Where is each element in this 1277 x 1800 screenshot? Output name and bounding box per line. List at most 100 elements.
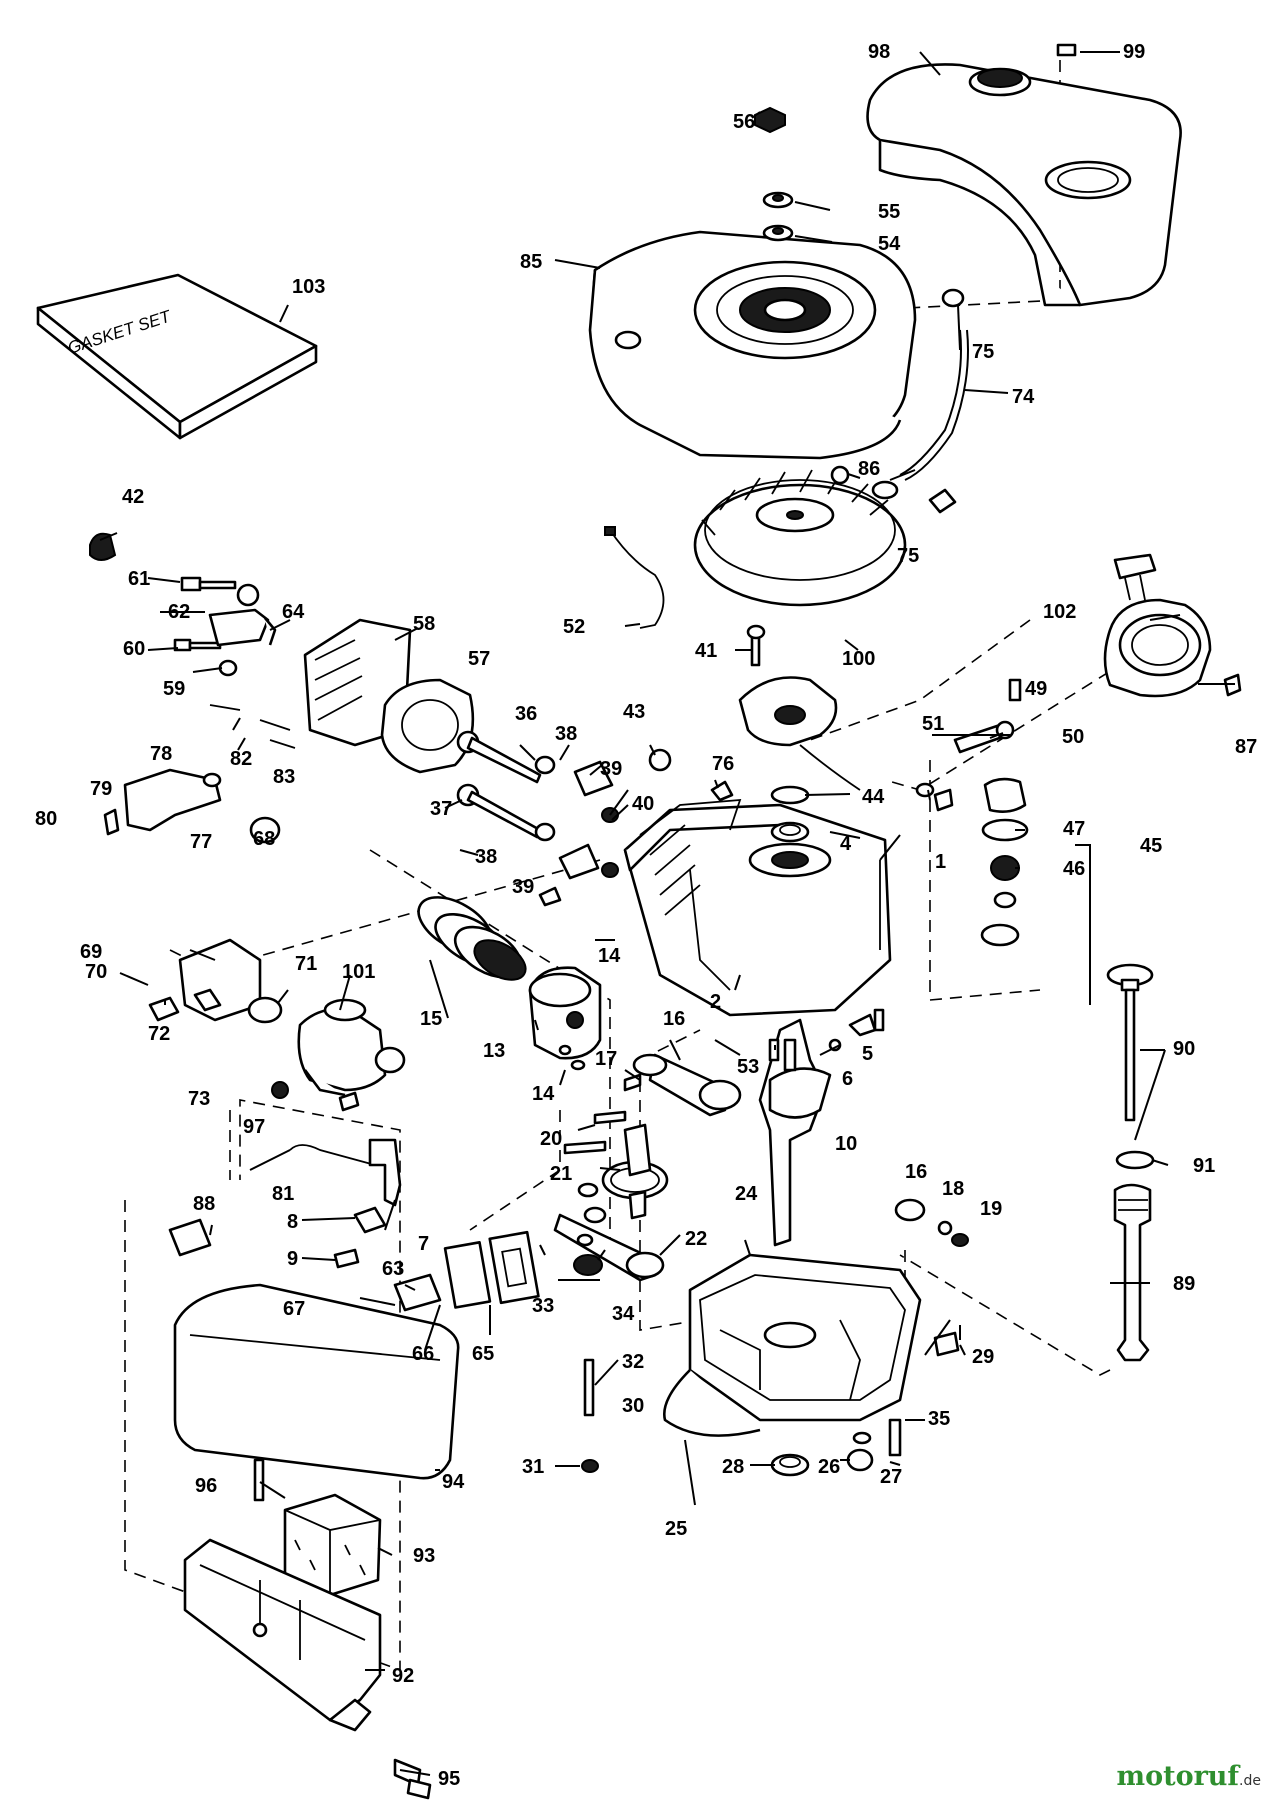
part-label: 10 bbox=[835, 1133, 857, 1155]
part-label: 2 bbox=[710, 991, 721, 1013]
flywheel bbox=[693, 469, 907, 607]
part-label: 69 bbox=[80, 941, 102, 963]
part-label: 93 bbox=[413, 1545, 435, 1567]
part-label: 1 bbox=[935, 851, 946, 873]
part-label: 20 bbox=[540, 1128, 562, 1150]
part-label: 79 bbox=[90, 778, 112, 800]
part-label: 83 bbox=[273, 766, 295, 788]
part-label: 71 bbox=[295, 953, 317, 975]
part-label: 65 bbox=[472, 1343, 494, 1365]
part-label: 95 bbox=[438, 1768, 460, 1790]
part-label: 6 bbox=[842, 1068, 853, 1090]
valve-train bbox=[456, 730, 619, 880]
part-label: 96 bbox=[195, 1475, 217, 1497]
leader-lines bbox=[99, 51, 1235, 1776]
watermark-tld: .de bbox=[1239, 1773, 1261, 1789]
governor-arm bbox=[553, 1213, 665, 1282]
part-label: 94 bbox=[442, 1471, 465, 1493]
part-label: 82 bbox=[230, 748, 252, 770]
spark-plug-wire bbox=[604, 526, 665, 629]
part-label: 57 bbox=[468, 648, 490, 670]
part-label: 60 bbox=[123, 638, 145, 660]
part-label: 44 bbox=[862, 786, 885, 808]
part-label: 43 bbox=[623, 701, 645, 723]
part-label: 66 bbox=[412, 1343, 434, 1365]
part-label: 15 bbox=[420, 1008, 442, 1030]
part-label: 42 bbox=[122, 486, 144, 508]
part-label: 77 bbox=[190, 831, 212, 853]
part-label: 46 bbox=[1063, 858, 1085, 880]
part-label: 90 bbox=[1173, 1038, 1195, 1060]
air-cleaner-base bbox=[183, 1538, 382, 1732]
blower-housing bbox=[588, 230, 917, 460]
part-label: 75 bbox=[897, 545, 919, 567]
part-label: 14 bbox=[598, 945, 621, 967]
part-labels: 1 2 4 5 6 7 8 9 10 13 14 14 15 16 16 17 … bbox=[35, 41, 1257, 1790]
part-label: 67 bbox=[283, 1298, 305, 1320]
dipstick-tube bbox=[1113, 1183, 1152, 1362]
air-cleaner-cover bbox=[173, 1283, 460, 1480]
part-label: 49 bbox=[1025, 678, 1047, 700]
part-label: 62 bbox=[168, 601, 190, 623]
part-label: 38 bbox=[555, 723, 577, 745]
part-label: 75 bbox=[972, 341, 994, 363]
part-label: 86 bbox=[858, 458, 880, 480]
part-label: 31 bbox=[522, 1456, 544, 1478]
part-label: 58 bbox=[413, 613, 435, 635]
gasket-set-box: GASKET SET bbox=[36, 273, 318, 440]
camshaft bbox=[601, 1123, 669, 1220]
fuel-tank bbox=[866, 63, 1182, 307]
drain-plug bbox=[846, 1418, 902, 1472]
part-label: 34 bbox=[612, 1303, 635, 1325]
part-label: 30 bbox=[622, 1395, 644, 1417]
part-label: 24 bbox=[735, 1183, 758, 1205]
part-label: 97 bbox=[243, 1116, 265, 1138]
part-label: 8 bbox=[287, 1211, 298, 1233]
part-label: 25 bbox=[665, 1518, 687, 1540]
carburetor-gasket bbox=[247, 996, 289, 1099]
part-label: 19 bbox=[980, 1198, 1002, 1220]
part-label: 64 bbox=[282, 601, 305, 623]
head-gasket bbox=[380, 678, 475, 774]
part-label: 39 bbox=[512, 876, 534, 898]
part-label: 103 bbox=[292, 276, 325, 298]
connecting-rod bbox=[632, 1053, 742, 1117]
ignition-module bbox=[738, 676, 861, 791]
oil-pump-parts bbox=[573, 1182, 607, 1473]
watermark: motoruf.de bbox=[1117, 1761, 1261, 1792]
part-label: 68 bbox=[253, 828, 275, 850]
valve-lifters bbox=[563, 1110, 627, 1155]
part-label: 102 bbox=[1043, 601, 1076, 623]
part-label: 17 bbox=[595, 1048, 617, 1070]
part-label: 61 bbox=[128, 568, 150, 590]
part-label: 81 bbox=[272, 1183, 294, 1205]
part-label: 33 bbox=[532, 1295, 554, 1317]
part-label: 4 bbox=[840, 833, 852, 855]
part-label: 14 bbox=[532, 1083, 555, 1105]
part-label: 87 bbox=[1235, 736, 1257, 758]
part-label: 21 bbox=[550, 1163, 572, 1185]
part-label: 89 bbox=[1173, 1273, 1195, 1295]
piston-rings bbox=[417, 896, 527, 981]
part-label: 18 bbox=[942, 1178, 964, 1200]
part-label: 16 bbox=[905, 1161, 927, 1183]
part-label: 32 bbox=[622, 1351, 644, 1373]
part-label: 70 bbox=[85, 961, 107, 983]
part-label: 29 bbox=[972, 1346, 994, 1368]
crankcase-cover bbox=[663, 1253, 922, 1437]
part-label: 37 bbox=[430, 798, 452, 820]
small-hardware bbox=[89, 43, 1242, 1800]
part-label: 92 bbox=[392, 1665, 414, 1687]
part-label: 9 bbox=[287, 1248, 298, 1270]
oil-seal bbox=[770, 1453, 810, 1477]
part-label: 52 bbox=[563, 616, 585, 638]
throttle-linkage bbox=[168, 1138, 402, 1257]
part-label: 22 bbox=[685, 1228, 707, 1250]
part-label: 51 bbox=[922, 713, 944, 735]
part-label: 27 bbox=[880, 1466, 902, 1488]
part-label: 72 bbox=[148, 1023, 170, 1045]
carburetor bbox=[297, 998, 406, 1097]
part-label: 36 bbox=[515, 703, 537, 725]
part-label: 63 bbox=[382, 1258, 404, 1280]
part-label: 78 bbox=[150, 743, 172, 765]
